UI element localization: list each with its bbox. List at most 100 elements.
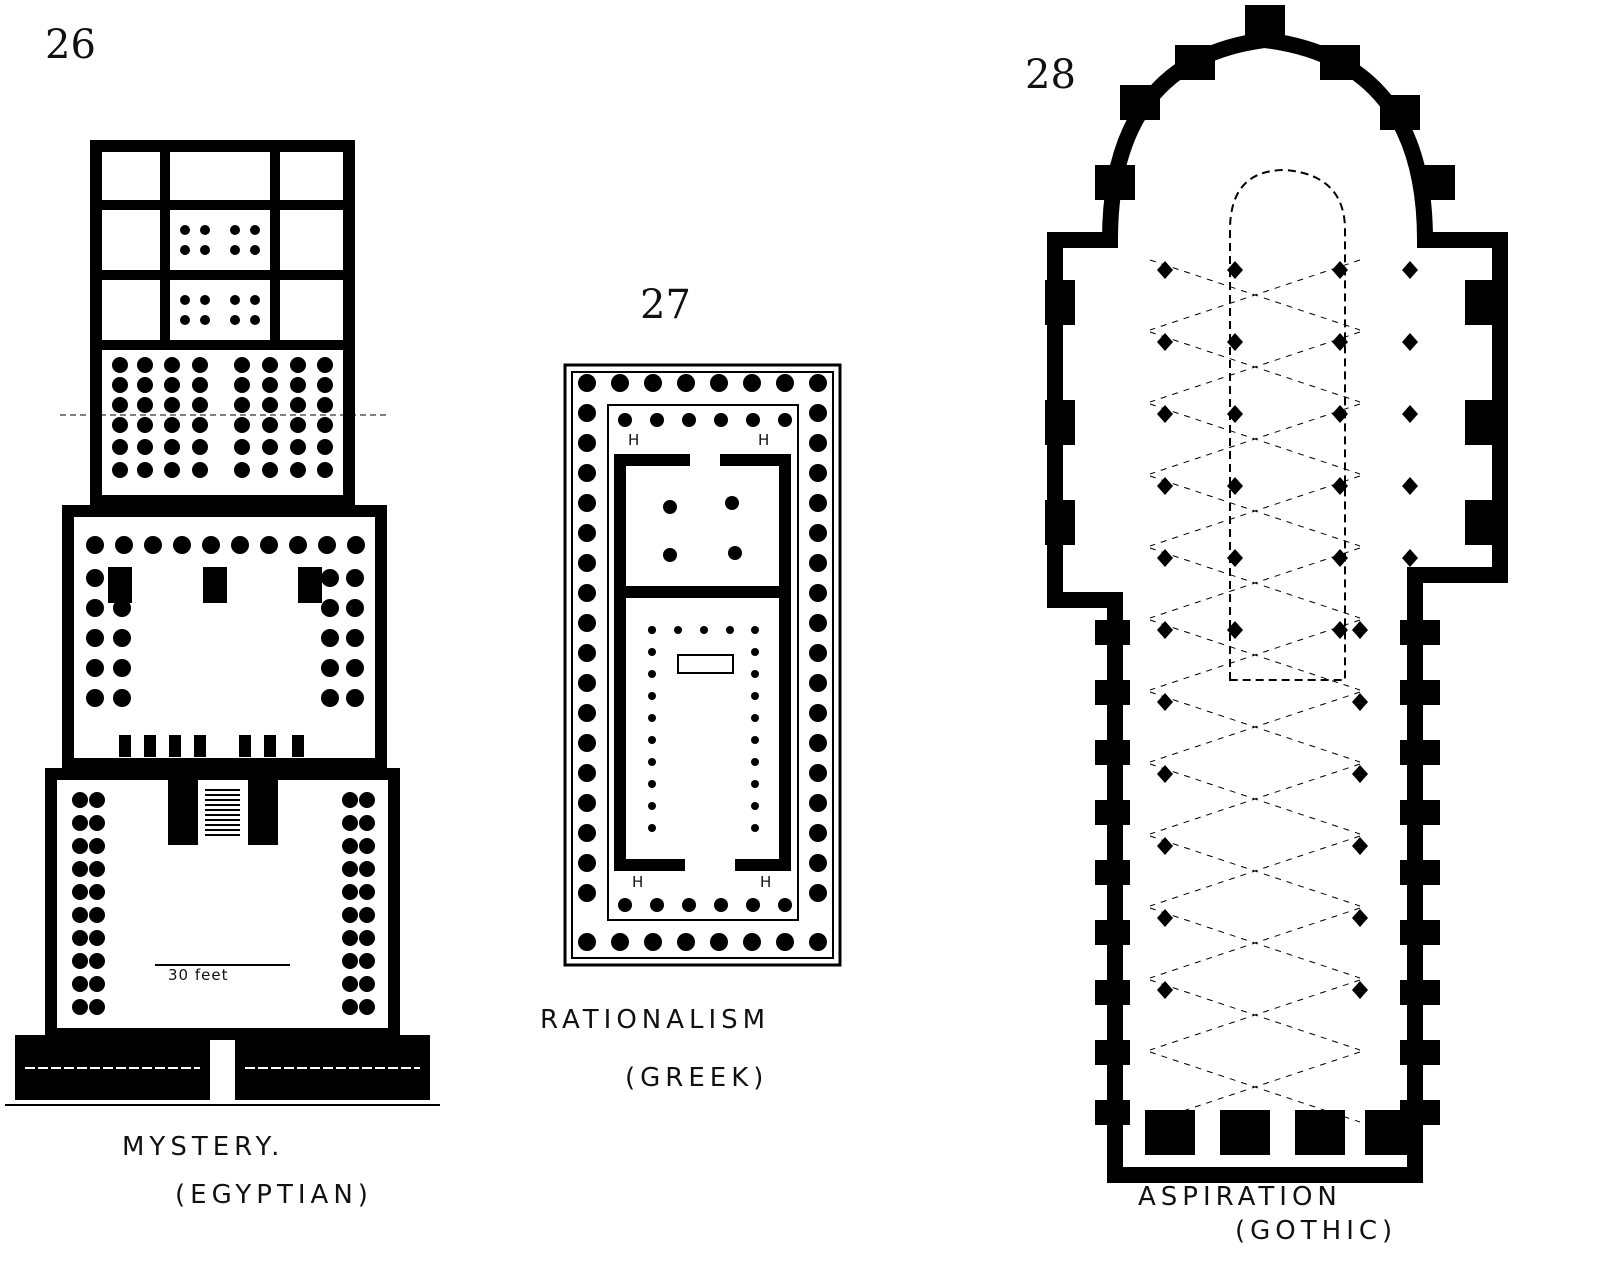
buttress [1095,1040,1130,1065]
column [714,413,728,427]
wall [45,768,400,1040]
column [648,758,656,766]
buttress [1095,920,1130,945]
column [262,417,278,433]
buttress [1095,1100,1130,1125]
column [578,674,596,692]
column [200,225,210,235]
column [164,417,180,433]
buttress [1400,860,1440,885]
column [89,815,105,831]
column [89,861,105,877]
column [112,397,128,413]
column [321,629,339,647]
column [648,648,656,656]
column [743,933,761,951]
column [359,953,375,969]
column [809,764,827,782]
column [809,884,827,902]
column [234,417,250,433]
column [192,439,208,455]
chapel-buttress [1245,5,1285,40]
pier [108,567,132,603]
column [86,569,104,587]
choir-outline [1229,168,1346,681]
pier [1227,333,1243,351]
column [359,838,375,854]
column [250,225,260,235]
column [611,374,629,392]
buttress [1045,500,1075,545]
column [359,907,375,923]
column [682,898,696,912]
column [346,629,364,647]
chapel-buttress [1380,95,1420,130]
pier [1352,981,1368,999]
column [342,815,358,831]
column [710,933,728,951]
column [809,404,827,422]
column [342,907,358,923]
column [677,933,695,951]
column [290,377,306,393]
column [72,861,88,877]
column [359,976,375,992]
chapel-buttress [1415,165,1455,200]
buttress [1465,280,1495,325]
column [677,374,695,392]
gothic-cathedral-plan [1045,5,1508,1183]
column [359,930,375,946]
column [89,907,105,923]
column [112,439,128,455]
column [578,794,596,812]
column [72,792,88,808]
column [809,374,827,392]
column [578,933,596,951]
column [809,554,827,572]
column [180,225,190,235]
buttress [1465,400,1495,445]
column [164,439,180,455]
column [682,413,696,427]
column [751,626,759,634]
column [751,714,759,722]
vault-rib [1149,979,1361,1051]
column [578,374,596,392]
column [89,792,105,808]
column [346,689,364,707]
column [809,614,827,632]
column [234,377,250,393]
column [346,569,364,587]
column [809,674,827,692]
pier [203,567,227,603]
column [578,614,596,632]
column [234,357,250,373]
column [321,689,339,707]
facade-buttress [1295,1110,1345,1155]
column [234,462,250,478]
column [250,315,260,325]
column [648,626,656,634]
pier [1157,405,1173,423]
column [262,357,278,373]
column [618,413,632,427]
column [359,884,375,900]
chapel-buttress [1095,165,1135,200]
column [321,659,339,677]
column [578,524,596,542]
buttress [1095,680,1130,705]
greek-title: RATIONALISM [540,1005,771,1035]
buttress [1400,680,1440,705]
pier [1352,909,1368,927]
column [650,898,664,912]
column [648,670,656,678]
column [137,357,153,373]
pier [298,567,322,603]
pier [169,735,181,757]
pier [1332,261,1348,279]
column [359,861,375,877]
pier [1227,477,1243,495]
column [137,377,153,393]
greek-marker-h: H [628,431,641,449]
